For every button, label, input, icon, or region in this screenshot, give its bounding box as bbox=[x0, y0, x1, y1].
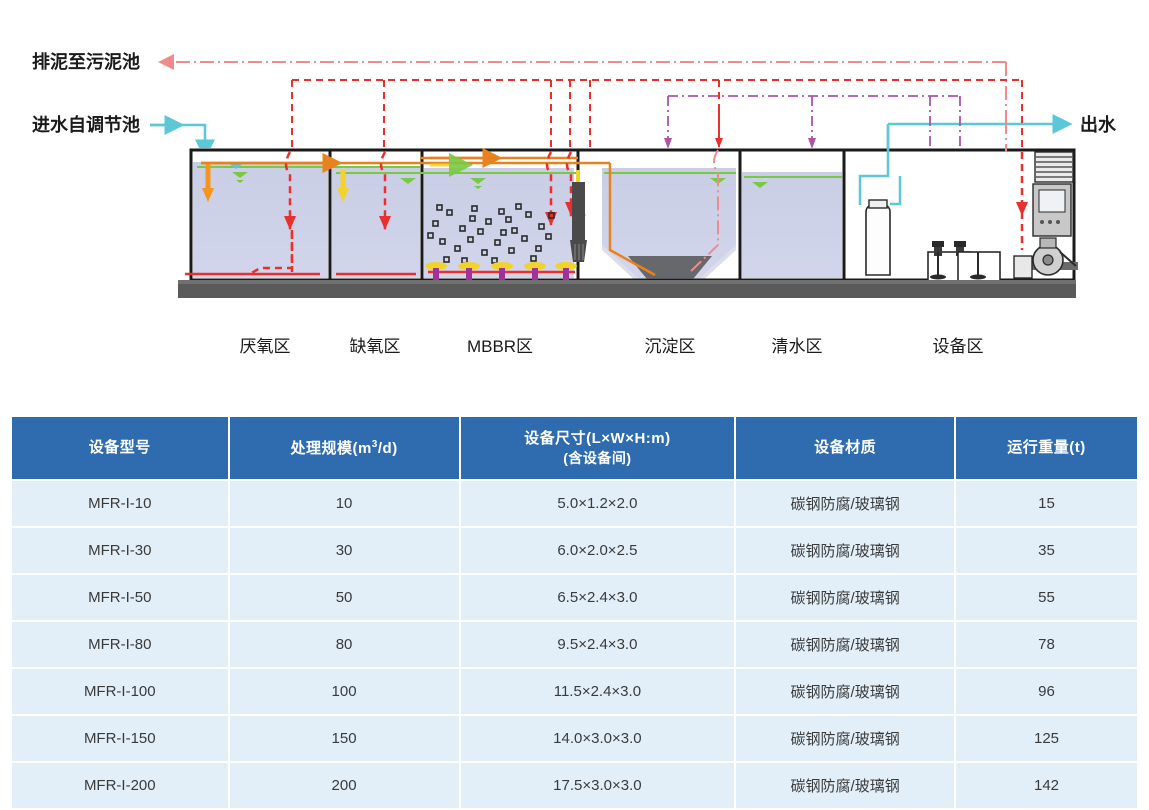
influent-drop-arrow bbox=[202, 164, 214, 202]
cell-model: MFR-I-150 bbox=[12, 716, 228, 761]
cell-capacity: 200 bbox=[229, 763, 459, 808]
cell-material: 碳钢防腐/玻璃钢 bbox=[736, 622, 955, 667]
process-flow-diagram: 排泥至污泥池 进水自调节池 出水 厌氧区 缺氧区 MBBR区 沉淀区 清水区 设… bbox=[0, 0, 1149, 400]
clearwater-water bbox=[742, 172, 842, 278]
clarifier-sludge-draw bbox=[689, 149, 719, 273]
label-influent: 进水自调节池 bbox=[32, 114, 140, 135]
filter-vessel bbox=[858, 124, 902, 276]
cell-material: 碳钢防腐/玻璃钢 bbox=[736, 716, 955, 761]
label-effluent: 出水 bbox=[1080, 114, 1117, 135]
inlet-level-symbol bbox=[228, 163, 244, 169]
anaerobic-water bbox=[193, 162, 328, 278]
foundation-base bbox=[178, 280, 1076, 298]
cell-weight: 78 bbox=[956, 622, 1137, 667]
cell-weight: 96 bbox=[956, 669, 1137, 714]
louver-vent bbox=[1034, 151, 1074, 183]
cell-size: 9.5×2.4×3.0 bbox=[460, 622, 735, 667]
header-weight: 运行重量(t) bbox=[956, 417, 1137, 479]
zone-label-sedimentation: 沉淀区 bbox=[645, 337, 696, 356]
water-level-symbols bbox=[232, 172, 768, 189]
air-supply-lines bbox=[291, 79, 1023, 152]
cell-capacity: 80 bbox=[229, 622, 459, 667]
specification-table: 设备型号 处理规模(m3/d) 设备尺寸(L×W×H:m) (含设备间) 设备材… bbox=[10, 415, 1139, 810]
header-size: 设备尺寸(L×W×H:m) (含设备间) bbox=[460, 417, 735, 479]
label-sludge-discharge: 排泥至污泥池 bbox=[32, 51, 140, 72]
zone-label-mbbr: MBBR区 bbox=[467, 337, 533, 356]
dosing-lines bbox=[667, 95, 961, 215]
aerator-diffusers bbox=[425, 262, 577, 280]
air-drop-pipes bbox=[284, 151, 588, 272]
anoxic-drop-arrow bbox=[337, 170, 349, 202]
cell-model: MFR-I-200 bbox=[12, 763, 228, 808]
zone-label-equipment: 设备区 bbox=[933, 337, 984, 356]
anoxic-water bbox=[332, 168, 420, 278]
cell-model: MFR-I-50 bbox=[12, 575, 228, 620]
cell-material: 碳钢防腐/玻璃钢 bbox=[736, 575, 955, 620]
cell-size: 6.0×2.0×2.5 bbox=[460, 528, 735, 573]
cell-size: 14.0×3.0×3.0 bbox=[460, 716, 735, 761]
header-capacity-text: 处理规模(m3/d) bbox=[290, 438, 398, 457]
zone-label-anoxic: 缺氧区 bbox=[350, 337, 401, 356]
cell-capacity: 100 bbox=[229, 669, 459, 714]
header-model: 设备型号 bbox=[12, 417, 228, 479]
mbbr-mixer bbox=[570, 170, 587, 262]
cell-size: 6.5×2.4×3.0 bbox=[460, 575, 735, 620]
mbbr-carriers bbox=[427, 203, 555, 264]
cell-size: 17.5×3.0×3.0 bbox=[460, 763, 735, 808]
cell-weight: 55 bbox=[956, 575, 1137, 620]
dosing-tank-2 bbox=[957, 251, 1001, 285]
cell-material: 碳钢防腐/玻璃钢 bbox=[736, 763, 955, 808]
header-size-sub: (含设备间) bbox=[563, 449, 632, 466]
table-header-row: 设备型号 处理规模(m3/d) 设备尺寸(L×W×H:m) (含设备间) 设备材… bbox=[12, 417, 1137, 479]
clarifier-water bbox=[602, 168, 736, 278]
cell-material: 碳钢防腐/玻璃钢 bbox=[736, 528, 955, 573]
header-size-main: 设备尺寸(L×W×H:m) bbox=[524, 430, 671, 448]
cell-model: MFR-I-10 bbox=[12, 481, 228, 526]
cell-size: 5.0×1.2×2.0 bbox=[460, 481, 735, 526]
cell-capacity: 10 bbox=[229, 481, 459, 526]
cell-capacity: 50 bbox=[229, 575, 459, 620]
cell-capacity: 30 bbox=[229, 528, 459, 573]
control-panel bbox=[1032, 183, 1072, 237]
cell-weight: 142 bbox=[956, 763, 1137, 808]
cell-model: MFR-I-80 bbox=[12, 622, 228, 667]
zone-label-clearwater: 清水区 bbox=[772, 337, 823, 356]
cell-model: MFR-I-100 bbox=[12, 669, 228, 714]
cell-material: 碳钢防腐/玻璃钢 bbox=[736, 669, 955, 714]
cell-capacity: 150 bbox=[229, 716, 459, 761]
cell-weight: 125 bbox=[956, 716, 1137, 761]
cell-model: MFR-I-30 bbox=[12, 528, 228, 573]
cell-weight: 15 bbox=[956, 481, 1137, 526]
zone-label-anaerobic: 厌氧区 bbox=[240, 337, 291, 356]
blower-unit bbox=[1013, 237, 1078, 279]
header-material: 设备材质 bbox=[736, 417, 955, 479]
header-capacity: 处理规模(m3/d) bbox=[229, 417, 459, 479]
cell-size: 11.5×2.4×3.0 bbox=[460, 669, 735, 714]
sludge-discharge-line bbox=[158, 54, 1007, 120]
cell-material: 碳钢防腐/玻璃钢 bbox=[736, 481, 955, 526]
cell-weight: 35 bbox=[956, 528, 1137, 573]
